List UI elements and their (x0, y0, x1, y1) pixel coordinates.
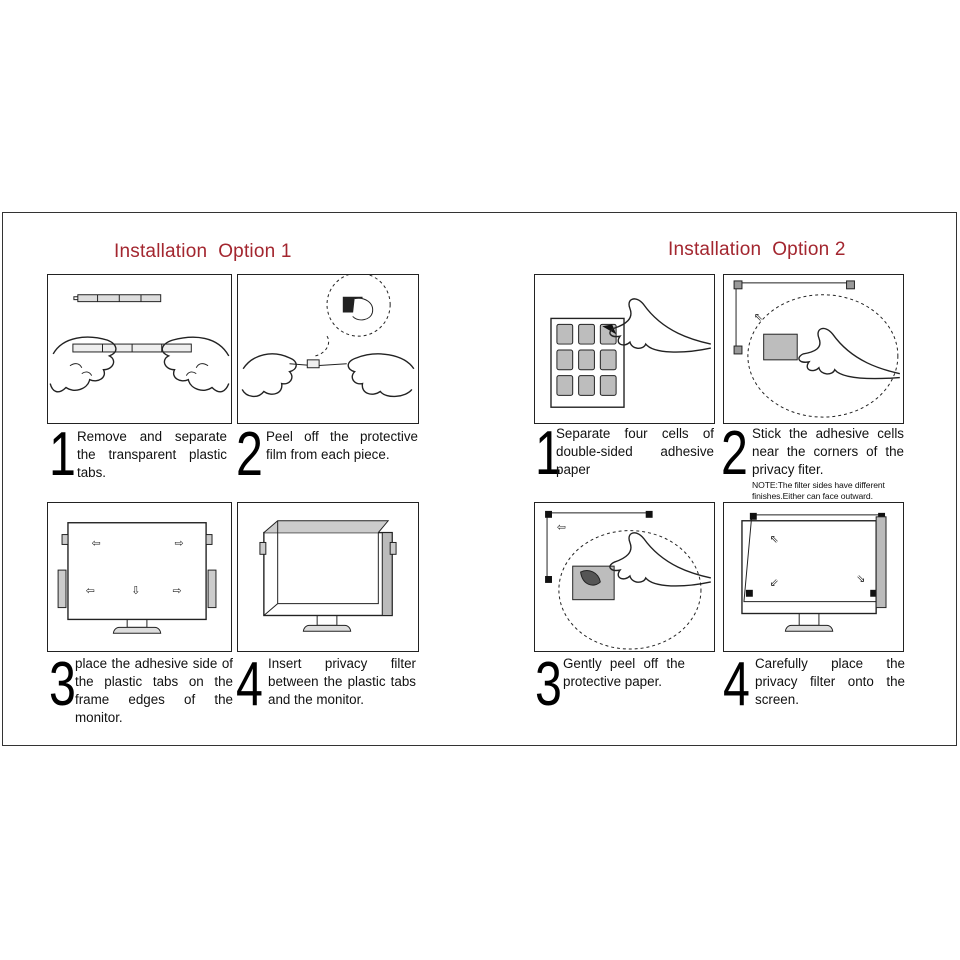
place-filter-drawing: ⇖ ⇙ ⇘ (741, 512, 887, 632)
option2-step1-number: 1 (535, 419, 562, 488)
option1-step3-text: place the adhesive side of the plastic t… (75, 656, 233, 725)
svg-text:⇙: ⇙ (770, 576, 779, 589)
svg-text:⇘: ⇘ (856, 572, 865, 585)
tabs-strip-and-hands-drawing (49, 294, 230, 393)
svg-text:⇦: ⇦ (92, 536, 101, 549)
option1-step1-illustration (47, 274, 232, 424)
option2-step4-illustration: ⇖ ⇙ ⇘ (723, 502, 904, 652)
option2-step1-illustration (534, 274, 715, 424)
option2-title: Installation Option 2 (668, 239, 846, 260)
option1-step4-illustration (237, 502, 419, 652)
svg-text:⇩: ⇩ (131, 584, 140, 597)
option2-step3-text: Gently peel off the protective paper. (563, 656, 685, 689)
option2-step3-illustration: ⇦ (534, 502, 715, 652)
option2-step2-number: 2 (721, 419, 748, 488)
svg-text:⇨: ⇨ (173, 584, 182, 597)
option2-step1-text: Separate four cells of double-sided adhe… (556, 426, 714, 477)
option2-step4-text: Carefully place the privacy filter onto … (755, 656, 905, 707)
option1-step3-number: 3 (49, 650, 76, 719)
option1-step1-number: 1 (49, 420, 76, 489)
option1-step1-text: Remove and separate the transparent plas… (77, 429, 227, 480)
monitor-with-tabs-drawing: ⇦ ⇨ ⇦ ⇩ ⇨ (57, 522, 217, 634)
option1-step2-text: Peel off the protective film from each p… (266, 429, 418, 462)
option1-step2-number: 2 (236, 420, 263, 489)
svg-text:⇖: ⇖ (754, 310, 763, 323)
peel-paper-drawing: ⇦ (545, 510, 711, 650)
svg-text:⇖: ⇖ (770, 532, 779, 545)
adhesive-sheet-drawing (550, 298, 711, 408)
option2-step2-illustration: ⇖ (723, 274, 904, 424)
option1-title: Installation Option 1 (114, 241, 292, 262)
option1-step4-text: Insert privacy filter between the plasti… (268, 656, 416, 707)
svg-text:⇦: ⇦ (86, 584, 95, 597)
option1-step2-illustration (237, 274, 419, 424)
insert-filter-drawing (259, 520, 397, 632)
option2-step4-number: 4 (723, 650, 750, 719)
svg-text:⇦: ⇦ (557, 521, 566, 534)
instruction-sheet (2, 212, 957, 746)
stick-cells-drawing: ⇖ (733, 280, 900, 418)
option2-step3-number: 3 (535, 650, 562, 719)
peel-film-drawing (241, 275, 415, 398)
option2-note: NOTE:The filter sides have different fin… (752, 480, 885, 501)
option1-step3-illustration: ⇦ ⇨ ⇦ ⇩ ⇨ (47, 502, 232, 652)
option1-step4-number: 4 (236, 650, 263, 719)
svg-text:⇨: ⇨ (175, 536, 184, 549)
option2-step2-text: Stick the adhesive cells near the corner… (752, 426, 904, 477)
